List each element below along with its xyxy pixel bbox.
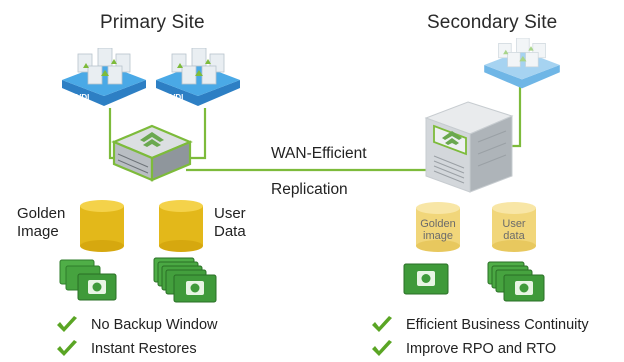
vdi-cluster-faded-icon [478, 38, 566, 92]
primary-site-title: Primary Site [100, 12, 205, 33]
database-cylinder-faded-icon [490, 200, 538, 254]
bullet-text: Efficient Business Continuity [406, 317, 589, 333]
replication-label: Replication [271, 181, 348, 198]
bullet-text: No Backup Window [91, 317, 218, 333]
database-cylinder-icon [157, 198, 205, 254]
user-data-label-secondary: User data [502, 218, 526, 242]
database-cylinder-faded-icon [414, 200, 462, 254]
vdi-cluster-icon: VDI [56, 48, 152, 112]
green-check-icon [57, 340, 77, 356]
green-check-icon [372, 340, 392, 356]
bullet-item: Improve RPO and RTO [370, 340, 556, 358]
database-cylinder-icon [78, 198, 126, 254]
storage-appliance-icon [110, 118, 194, 184]
vdi-label: VDI [170, 93, 183, 102]
bullet-text: Instant Restores [91, 341, 197, 357]
storage-appliance-tower-icon [420, 98, 518, 196]
bullet-item: No Backup Window [55, 316, 218, 334]
camera-snapshot-stack-icon [486, 260, 548, 304]
golden-image-label: Golden Image [17, 205, 66, 240]
camera-snapshot-icon [402, 262, 450, 296]
green-check-icon [57, 316, 77, 332]
golden-image-label-secondary: Golden image [420, 218, 456, 242]
secondary-site-title: Secondary Site [427, 12, 558, 33]
user-data-label: User Data [214, 205, 246, 240]
vdi-cluster-icon: VDI [150, 48, 246, 112]
camera-snapshot-icon [58, 258, 120, 302]
camera-snapshot-stack-icon [152, 256, 220, 304]
wan-efficient-label: WAN-Efficient [271, 145, 367, 162]
bullet-item: Efficient Business Continuity [370, 316, 589, 334]
vdi-label: VDI [76, 93, 89, 102]
green-check-icon [372, 316, 392, 332]
bullet-item: Instant Restores [55, 340, 197, 358]
bullet-text: Improve RPO and RTO [406, 341, 557, 357]
